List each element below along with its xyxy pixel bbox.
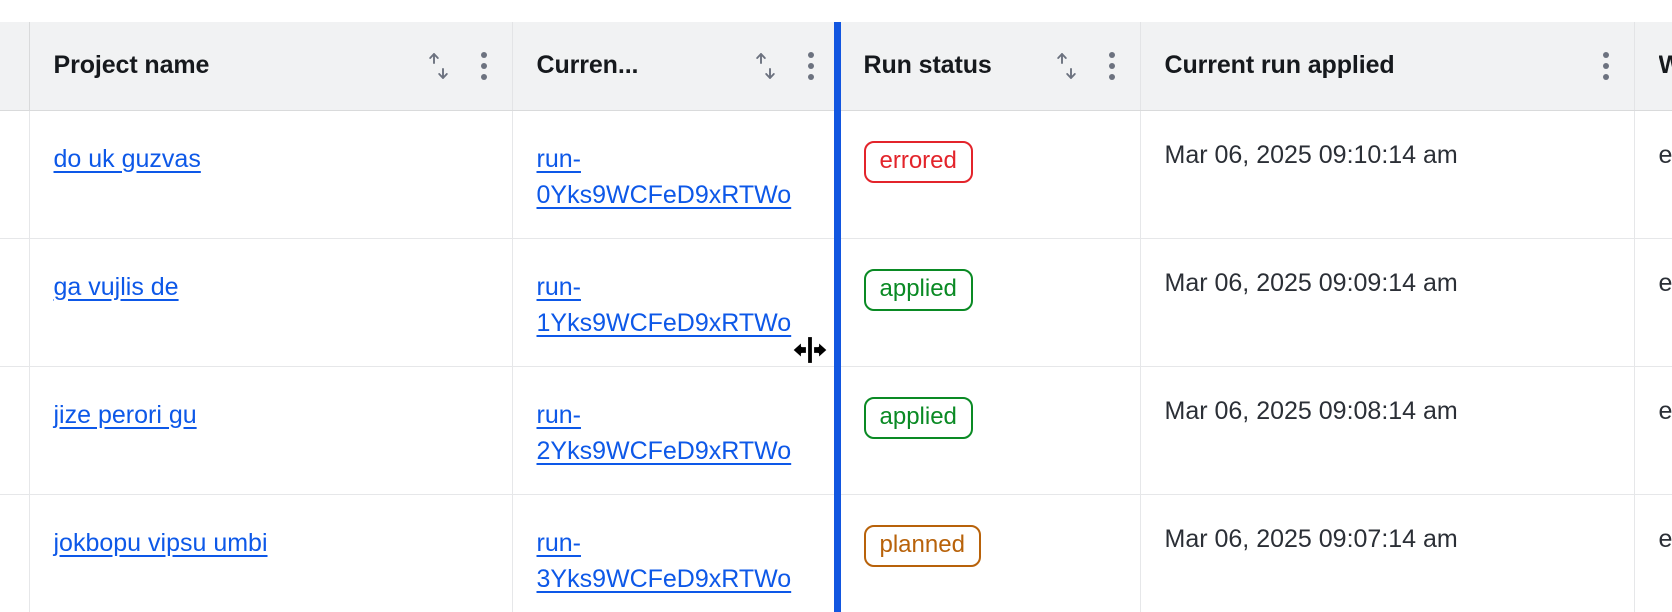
next-column-partial-value: e: [1658, 140, 1672, 169]
header-cell-run-status[interactable]: Run status: [839, 22, 1141, 111]
cell-run-status: errored: [839, 110, 1141, 239]
column-menu-icon[interactable]: [474, 46, 494, 86]
current-run-applied-value: Mar 06, 2025 09:07:14 am: [1164, 524, 1458, 553]
header-cell-next-column-partial[interactable]: W: [1634, 22, 1672, 111]
cell-next-column-partial: e: [1634, 110, 1672, 239]
table-top-spacer: [0, 0, 1672, 22]
current-run-applied-value: Mar 06, 2025 09:10:14 am: [1164, 140, 1458, 169]
table-scroll-container[interactable]: Project name: [0, 22, 1672, 612]
current-run-link[interactable]: run-1Yks9WCFeD9xRTWo: [536, 272, 792, 337]
header-label-run-status: Run status: [863, 51, 992, 80]
column-resize-indicator[interactable]: [834, 22, 841, 612]
cell-run-status: planned: [839, 494, 1141, 612]
row-select-cell[interactable]: [0, 238, 30, 367]
sort-icon[interactable]: [426, 51, 452, 81]
header-tools-current-run: [753, 46, 821, 86]
header-cell-current-run-applied[interactable]: Current run applied: [1140, 22, 1635, 111]
header-tools-run-status: [1054, 46, 1122, 86]
cell-current-run-applied: Mar 06, 2025 09:07:14 am: [1140, 494, 1635, 612]
sort-icon[interactable]: [1054, 51, 1080, 81]
header-cell-project-name[interactable]: Project name: [29, 22, 513, 111]
cell-current-run: run-0Yks9WCFeD9xRTWo: [512, 110, 840, 239]
sort-icon[interactable]: [753, 51, 779, 81]
row-select-cell[interactable]: [0, 110, 30, 239]
header-label-project-name: Project name: [53, 51, 210, 80]
cell-next-column-partial: e: [1634, 238, 1672, 367]
header-tools-project-name: [426, 46, 494, 86]
next-column-partial-value: e: [1658, 524, 1672, 553]
table-row[interactable]: do uk guzvas run-0Yks9WCFeD9xRTWo errore…: [0, 110, 1672, 239]
current-run-link[interactable]: run-0Yks9WCFeD9xRTWo: [536, 144, 792, 209]
project-name-link[interactable]: ga vujlis de: [53, 272, 179, 301]
column-menu-icon[interactable]: [1596, 46, 1616, 86]
table-row[interactable]: ga vujlis de run-1Yks9WCFeD9xRTWo applie…: [0, 238, 1672, 367]
header-row: Project name: [0, 22, 1672, 111]
cell-project-name: jize perori gu: [29, 366, 513, 495]
current-run-link[interactable]: run-3Yks9WCFeD9xRTWo: [536, 528, 792, 593]
projects-table: Project name: [0, 22, 1672, 612]
header-cell-current-run[interactable]: Curren...: [512, 22, 840, 111]
cell-next-column-partial: e: [1634, 366, 1672, 495]
table-header: Project name: [0, 22, 1672, 111]
status-badge: planned: [863, 524, 981, 567]
status-badge: applied: [863, 268, 973, 311]
next-column-partial-value: e: [1658, 268, 1672, 297]
header-select-all-cell[interactable]: [0, 22, 30, 111]
cell-current-run-applied: Mar 06, 2025 09:10:14 am: [1140, 110, 1635, 239]
project-name-link[interactable]: do uk guzvas: [53, 144, 201, 173]
cell-next-column-partial: e: [1634, 494, 1672, 612]
cell-run-status: applied: [839, 366, 1141, 495]
cell-current-run: run-3Yks9WCFeD9xRTWo: [512, 494, 840, 612]
row-select-cell[interactable]: [0, 494, 30, 612]
cell-current-run-applied: Mar 06, 2025 09:08:14 am: [1140, 366, 1635, 495]
project-name-link[interactable]: jokbopu vipsu umbi: [53, 528, 268, 557]
cell-current-run: run-2Yks9WCFeD9xRTWo: [512, 366, 840, 495]
cell-project-name: ga vujlis de: [29, 238, 513, 367]
row-select-cell[interactable]: [0, 366, 30, 495]
cell-project-name: jokbopu vipsu umbi: [29, 494, 513, 612]
column-menu-icon[interactable]: [801, 46, 821, 86]
header-label-next-column-partial: W: [1658, 51, 1672, 80]
column-menu-icon[interactable]: [1102, 46, 1122, 86]
project-name-link[interactable]: jize perori gu: [53, 400, 197, 429]
cell-project-name: do uk guzvas: [29, 110, 513, 239]
next-column-partial-value: e: [1658, 396, 1672, 425]
header-tools-current-run-applied: [1596, 46, 1616, 86]
current-run-link[interactable]: run-2Yks9WCFeD9xRTWo: [536, 400, 792, 465]
table-row[interactable]: jokbopu vipsu umbi run-3Yks9WCFeD9xRTWo …: [0, 494, 1672, 612]
status-badge: applied: [863, 396, 973, 439]
table-row[interactable]: jize perori gu run-2Yks9WCFeD9xRTWo appl…: [0, 366, 1672, 495]
cell-current-run-applied: Mar 06, 2025 09:09:14 am: [1140, 238, 1635, 367]
current-run-applied-value: Mar 06, 2025 09:09:14 am: [1164, 268, 1458, 297]
header-label-current-run-applied: Current run applied: [1164, 51, 1395, 80]
table-body: do uk guzvas run-0Yks9WCFeD9xRTWo errore…: [0, 110, 1672, 612]
cell-current-run: run-1Yks9WCFeD9xRTWo: [512, 238, 840, 367]
cell-run-status: applied: [839, 238, 1141, 367]
header-label-current-run: Curren...: [536, 51, 639, 80]
current-run-applied-value: Mar 06, 2025 09:08:14 am: [1164, 396, 1458, 425]
status-badge: errored: [863, 140, 973, 183]
